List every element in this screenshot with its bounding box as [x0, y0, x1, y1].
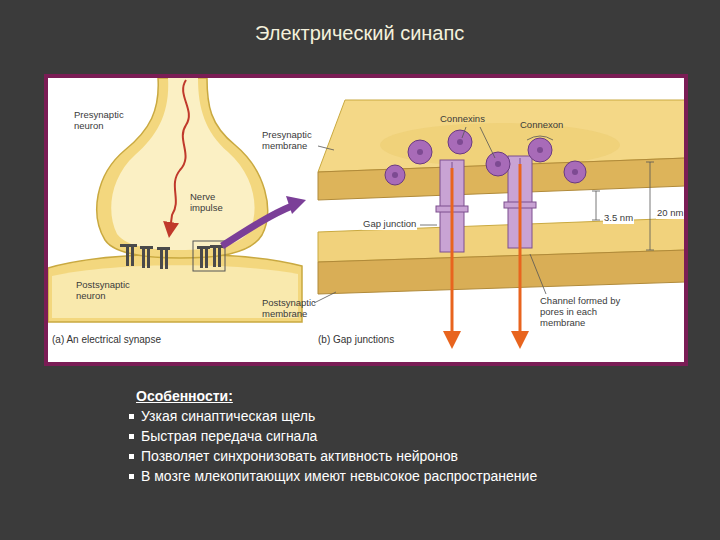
- list-item: Узкая синаптическая щель: [141, 408, 315, 424]
- panel-caption: (b) Gap junctions: [318, 334, 394, 346]
- part-label: Gap junction: [362, 219, 417, 230]
- list-item: Быстрая передача сигнала: [141, 428, 317, 444]
- slide-title: Электрический синапс: [255, 22, 464, 45]
- zoom-arrow: [222, 206, 292, 246]
- zoom-arrow-head: [286, 196, 306, 214]
- postsynaptic-membrane-edge: [318, 250, 684, 294]
- nerve-impulse-arrow: [170, 80, 189, 230]
- part-label: Presynaptic membrane: [262, 130, 320, 152]
- part-label: Channel formed by pores in each membrane: [540, 296, 628, 329]
- dimension-label: 20 nm: [656, 208, 684, 219]
- part-label: Postsynaptic membrane: [262, 298, 320, 320]
- ion-flow-arrow: [519, 164, 522, 340]
- postsynaptic-inner: [52, 265, 298, 318]
- bullet-marker: [129, 414, 134, 419]
- part-label: Connexins: [440, 114, 485, 125]
- presynaptic-inner: [111, 78, 254, 250]
- ion-flow-arrow: [451, 168, 454, 340]
- dimension-label: 3.5 nm: [603, 213, 634, 224]
- figure-frame: [46, 76, 686, 364]
- signal-label: Nerve impulse: [190, 192, 245, 214]
- bullet-marker: [129, 454, 134, 459]
- bullet-marker: [129, 434, 134, 439]
- list-heading: Особенности:: [136, 388, 233, 404]
- connexon-symbols: [120, 244, 223, 269]
- bullet-marker: [129, 474, 134, 479]
- part-label: Postsynaptic neuron: [76, 280, 151, 302]
- leader-lines: [314, 127, 654, 303]
- part-label: Connexon: [520, 120, 563, 131]
- list-item: Позволяет синхронизовать активность нейр…: [141, 448, 458, 464]
- panel-caption: (a) An electrical synapse: [52, 334, 161, 346]
- list-item: В мозге млекопитающих имеют невысокое ра…: [141, 468, 537, 484]
- part-label: Presynaptic neuron: [74, 110, 144, 132]
- zoom-box: [193, 241, 225, 271]
- connexin-centers: [392, 139, 578, 178]
